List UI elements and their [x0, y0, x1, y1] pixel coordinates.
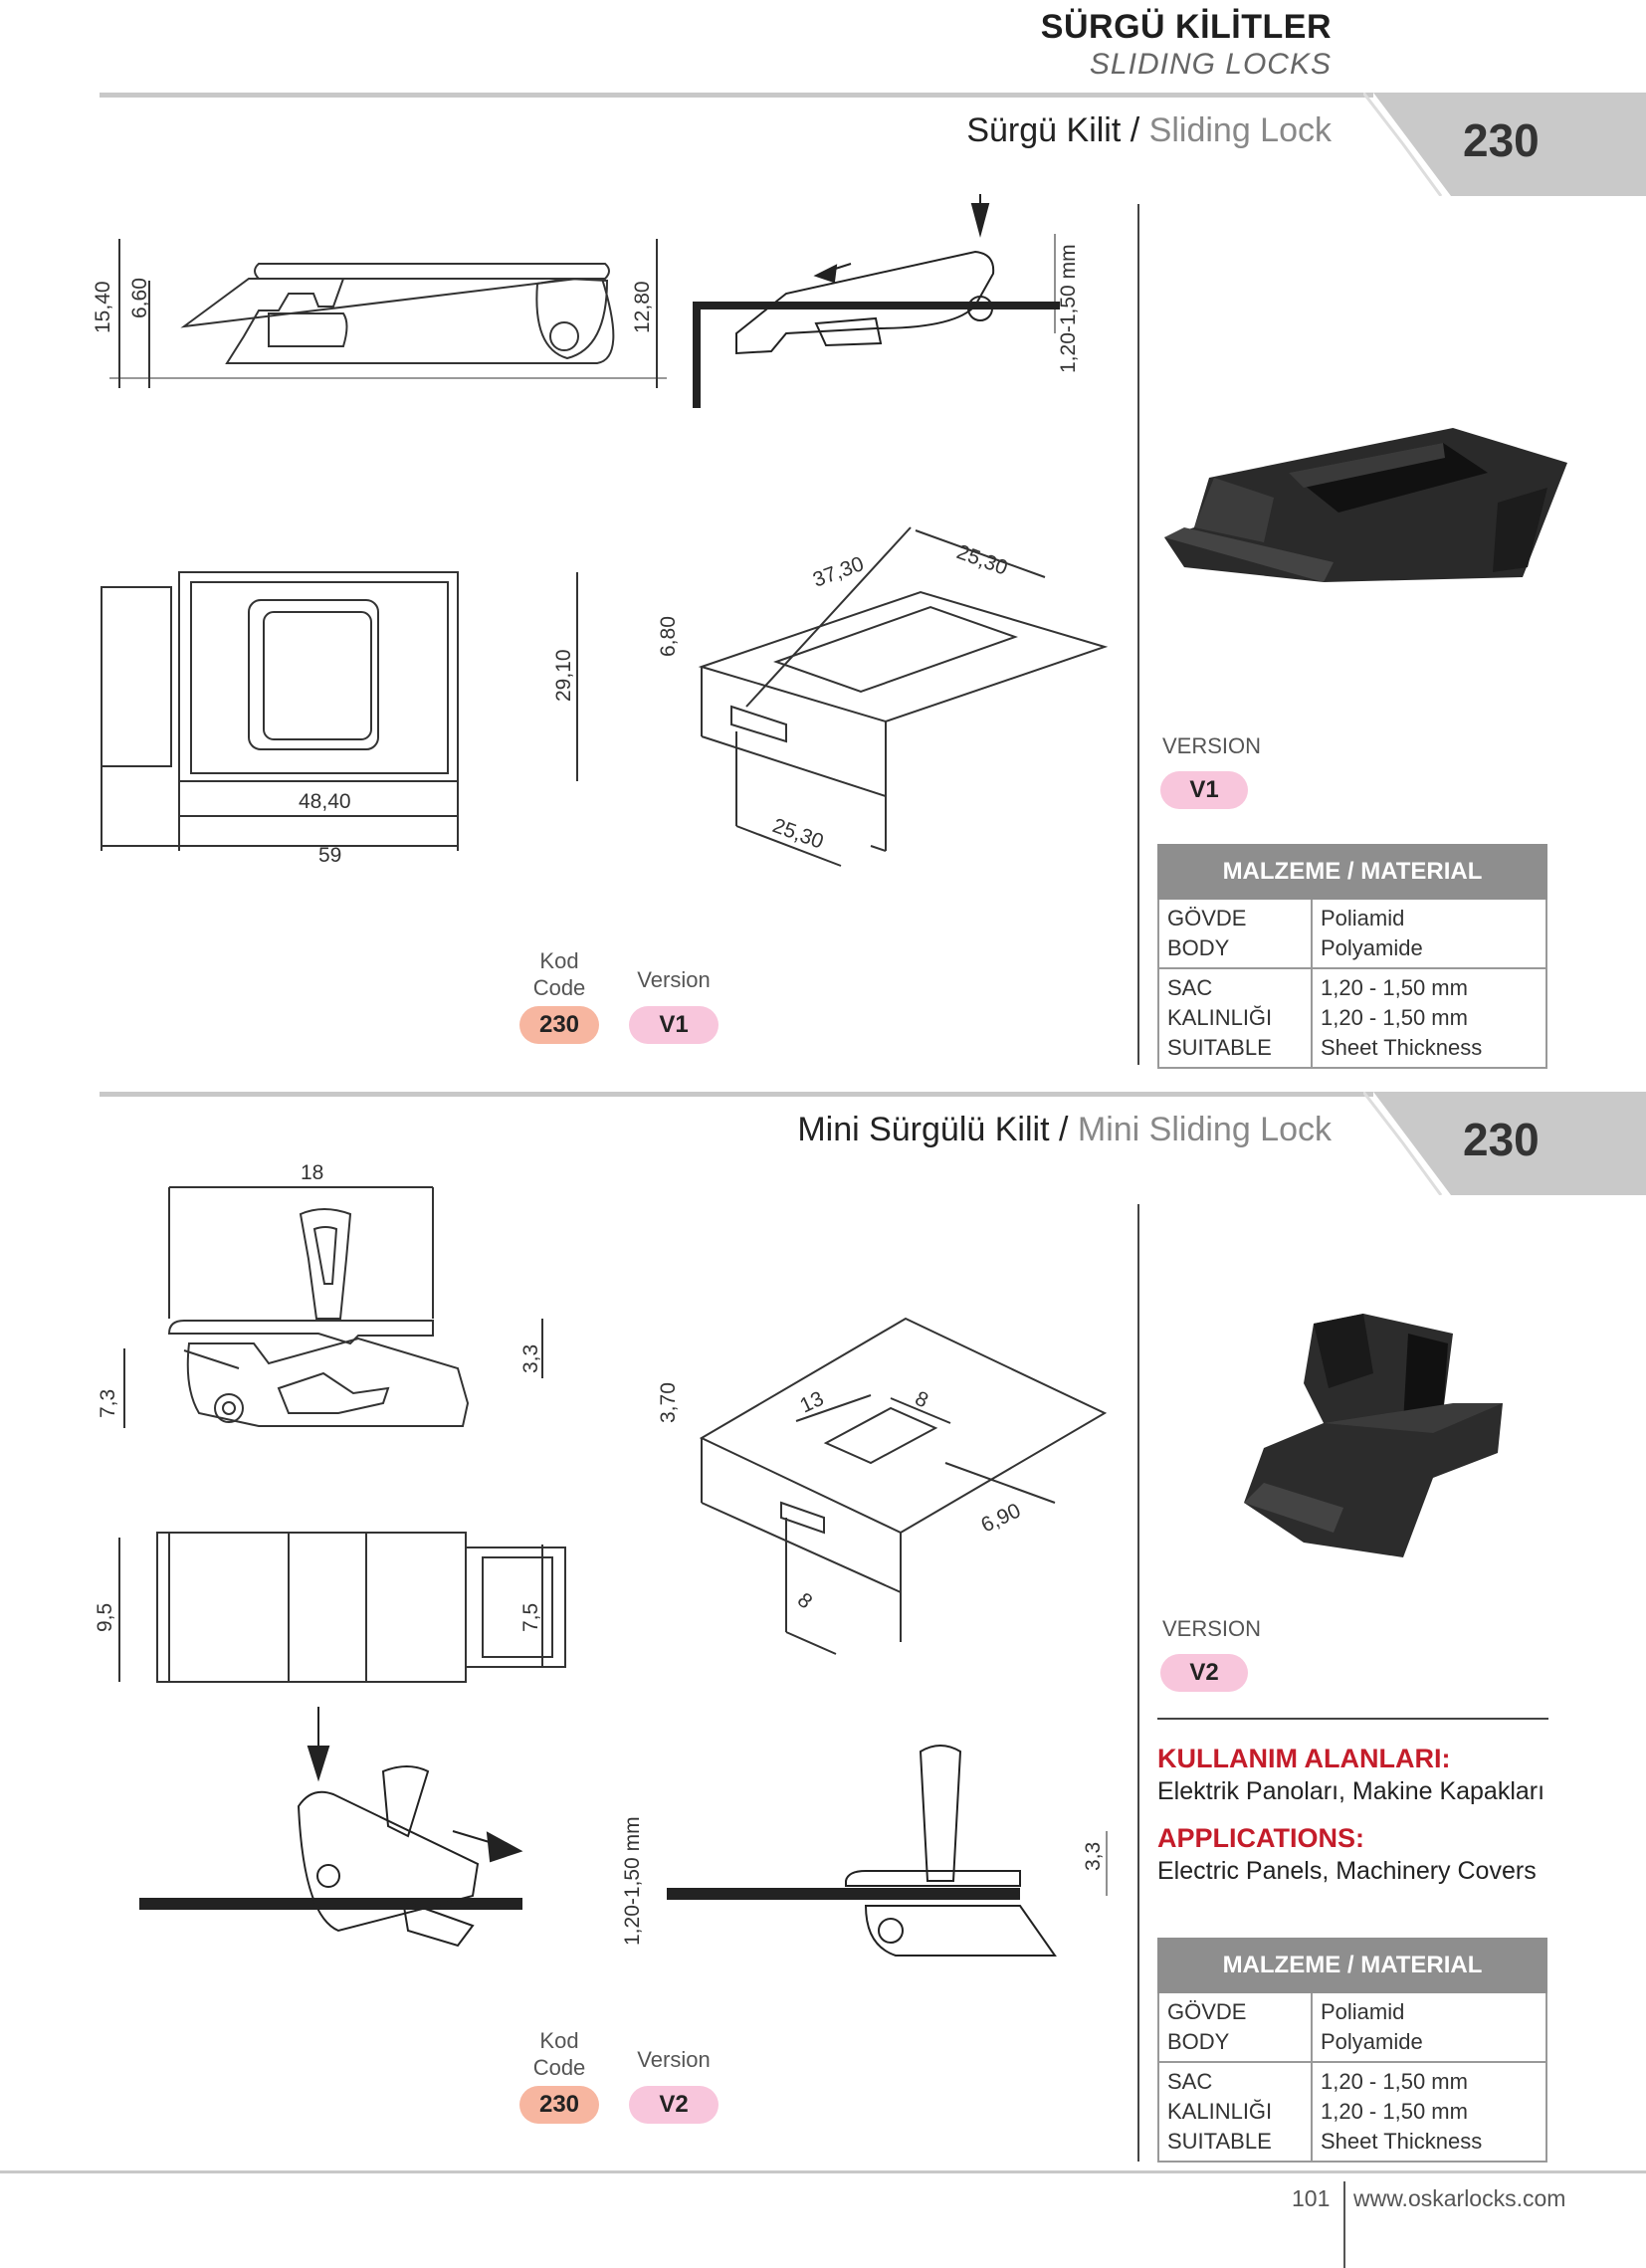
dim-top-width: 18 [301, 1161, 323, 1184]
catalog-title: SÜRGÜ KİLİTLER [1040, 8, 1332, 46]
code-label-en: Code [532, 975, 586, 1000]
version-badge: V1 [1160, 771, 1248, 809]
version-label-small: Version [637, 967, 711, 992]
version-label: VERSION [1162, 1616, 1262, 1641]
section-divider [100, 1092, 1373, 1097]
section-number: 230 [1463, 114, 1540, 166]
column-divider [1137, 1204, 1139, 2162]
mini-side-view-drawing: 18 7,3 3,3 [97, 1161, 543, 1428]
dim-side-inner: 6,60 [128, 278, 151, 318]
dim-cut-top2: 25,30 [953, 540, 1010, 580]
product-image-sliding-lock [1164, 428, 1567, 582]
dim-cut-bottom: 25,30 [769, 814, 826, 854]
material-table-header: MALZEME / MATERIAL [1157, 1938, 1547, 1993]
mini-front-view-drawing: 9,5 7,5 [94, 1532, 566, 1683]
version-badge-small: V1 [629, 1006, 719, 1044]
material-table-header: MALZEME / MATERIAL [1157, 844, 1547, 900]
mini-install-left-drawing [139, 1707, 523, 1948]
applications-heading-tr: KULLANIM ALANLARI: [1157, 1744, 1451, 1773]
dim-mini-cut-side: 3,70 [657, 1382, 680, 1423]
code-label-en: Code [532, 2055, 586, 2080]
dim-mini-cut-top1: 13 [796, 1387, 827, 1418]
dim-side-height: 15,40 [92, 281, 114, 333]
section-number-tab [1363, 93, 1646, 196]
page-number: 101 [1292, 2185, 1331, 2211]
catalog-subtitle: SLIDING LOCKS [1089, 48, 1332, 81]
side-view-drawing: 15,40 6,60 12,80 [92, 239, 667, 388]
product-image-mini-sliding-lock [1244, 1314, 1503, 1557]
mini-install-right-drawing: 1,20-1,50 mm 3,3 [621, 1745, 1108, 1957]
dim-front-right: 7,5 [519, 1603, 542, 1632]
version-label: VERSION [1162, 733, 1262, 758]
dim-right-height: 3,3 [519, 1344, 542, 1373]
website-link[interactable]: www.oskarlocks.com [1353, 2185, 1566, 2211]
dim-mini-install-right: 3,3 [1082, 1842, 1105, 1871]
cutout-drawing: 37,30 25,30 6,80 25,30 [657, 526, 1109, 867]
section-title-tr: Mini Sürgülü Kilit / [797, 1111, 1069, 1148]
dim-left-height: 7,3 [97, 1389, 119, 1418]
dim-front-height: 29,10 [552, 649, 575, 702]
footer-rule [0, 2170, 1646, 2173]
section-title-en: Sliding Lock [1148, 111, 1332, 149]
code-badge: 230 [519, 1006, 599, 1044]
dim-front-inner-width: 48,40 [299, 790, 351, 813]
section-divider [100, 93, 1373, 98]
dim-front-left: 9,5 [94, 1603, 116, 1632]
column-divider [1137, 204, 1139, 1065]
dim-mini-cut-bottom: 8 [793, 1588, 817, 1613]
section-title-en: Mini Sliding Lock [1077, 1111, 1332, 1148]
version-badge-small: V2 [629, 2086, 719, 2124]
section-title: Sürgü Kilit / Sliding Lock [966, 111, 1332, 150]
section-title-tr: Sürgü Kilit / [966, 111, 1140, 149]
section-number: 230 [1463, 1114, 1540, 1165]
applications-text-tr: Elektrik Panoları, Makine Kapakları [1157, 1777, 1545, 1805]
dim-front-width: 59 [318, 844, 341, 867]
mini-cutout-drawing: 3,70 13 8 6,90 8 [657, 1317, 1108, 1655]
version-label-small: Version [637, 2047, 711, 2072]
dim-mini-cut-top2: 8 [912, 1387, 931, 1413]
dim-cut-top1: 37,30 [810, 552, 867, 592]
front-view-drawing: 48,40 59 29,10 [101, 571, 578, 867]
dim-thickness: 1,20-1,50 mm [1057, 244, 1080, 373]
section-number-tab [1363, 1092, 1646, 1195]
code-label-tr: Kod [539, 2028, 579, 2053]
section-title: Mini Sürgülü Kilit / Mini Sliding Lock [797, 1111, 1332, 1149]
dim-cut-side: 6,80 [657, 616, 680, 657]
apps-divider [1157, 1718, 1548, 1720]
applications-text-en: Electric Panels, Machinery Covers [1157, 1857, 1537, 1885]
installed-view-drawing: 1,20-1,50 mm [693, 194, 1080, 408]
code-label-tr: Kod [539, 948, 579, 973]
dim-mini-thickness: 1,20-1,50 mm [621, 1816, 644, 1946]
footer-divider [1343, 2181, 1345, 2268]
dim-side-right: 12,80 [631, 281, 654, 333]
version-badge: V2 [1160, 1654, 1248, 1692]
dim-mini-cut-right: 6,90 [977, 1499, 1024, 1537]
code-badge: 230 [519, 2086, 599, 2124]
applications-heading-en: APPLICATIONS: [1157, 1823, 1364, 1853]
